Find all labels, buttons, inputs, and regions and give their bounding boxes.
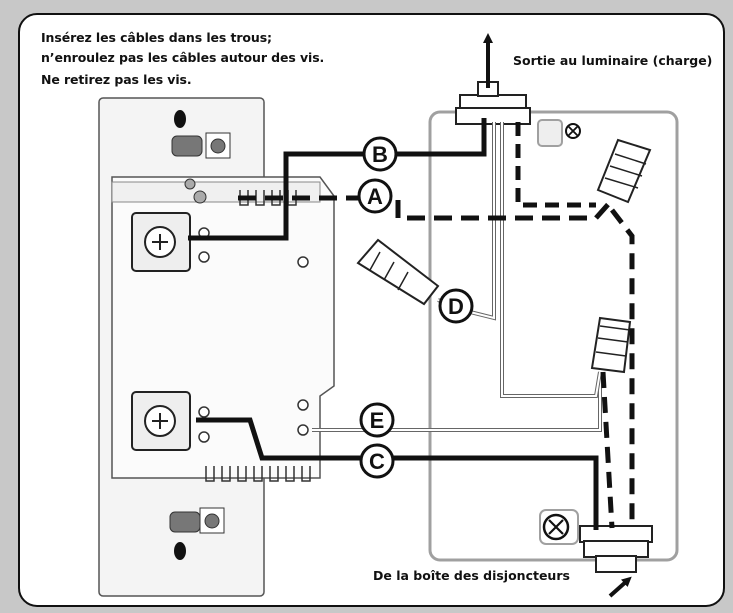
- ground-screw-bottom-icon: [542, 513, 570, 541]
- wire-nut-top-right: [596, 138, 652, 204]
- wire-nut-right-middle: [590, 316, 632, 374]
- switch-top-cap: [111, 181, 321, 203]
- svg-text:E: E: [370, 408, 385, 433]
- wire-label-d: D: [438, 288, 474, 324]
- wire-label-b: B: [362, 136, 398, 172]
- instruction-line-1: Insérez les câbles dans les trous;: [41, 30, 272, 45]
- wire-b: [188, 118, 487, 241]
- ground-screw-top: [537, 119, 563, 147]
- wire-a: [238, 195, 614, 221]
- junction-box-outline: [428, 110, 679, 562]
- mounting-screw-bottom-icon: [169, 507, 225, 534]
- callout-from-breaker: De la boîte des disjoncteurs: [373, 568, 570, 583]
- wire-c: [196, 417, 599, 530]
- svg-text:D: D: [448, 294, 464, 319]
- wire-nut-left: [356, 238, 440, 306]
- plate-hole-top: [174, 110, 186, 128]
- svg-text:C: C: [369, 449, 385, 474]
- box-mount-bottom: [539, 509, 579, 545]
- cable-clamp-top: [455, 81, 531, 125]
- wire-label-e: E: [359, 402, 395, 438]
- instruction-line-3: Ne retirez pas les vis.: [41, 72, 192, 87]
- arrow-in-icon: [608, 576, 632, 598]
- svg-text:B: B: [372, 142, 388, 167]
- callout-load-output: Sortie au luminaire (charge): [513, 53, 713, 68]
- svg-text:A: A: [367, 184, 383, 209]
- wire-label-a: A: [357, 178, 393, 214]
- mounting-screw-top-icon: [171, 132, 231, 159]
- terminal-bottom: [131, 391, 191, 451]
- terminal-top: [131, 212, 191, 272]
- plate-hole-bottom: [174, 542, 186, 560]
- wire-label-c: C: [359, 443, 395, 479]
- instruction-line-2: n’enroulez pas les câbles autour des vis…: [41, 50, 325, 65]
- insertion-holes: [198, 227, 309, 443]
